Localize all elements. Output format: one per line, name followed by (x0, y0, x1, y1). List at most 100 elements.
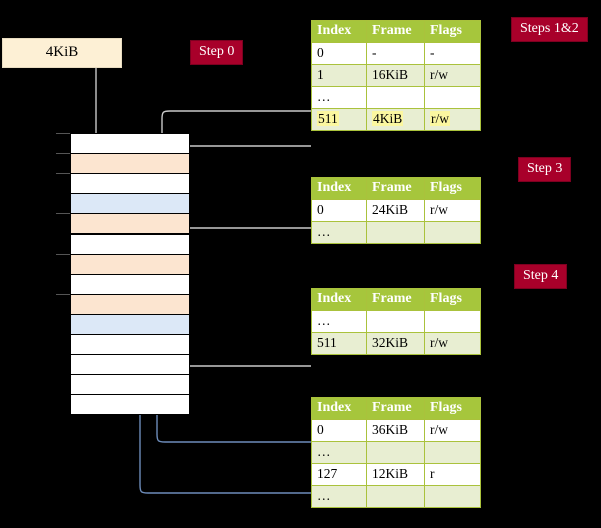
highlighted-value: 511 (317, 111, 339, 126)
table-cell: … (311, 86, 367, 109)
memory-frame-row (70, 213, 190, 235)
table-cell (424, 441, 481, 464)
table-cell: 511 (311, 108, 367, 131)
column-header-flags: Flags (424, 397, 481, 420)
table-cell: 511 (311, 332, 367, 355)
memory-frame-row (70, 153, 190, 175)
memory-boundary-tick (56, 253, 70, 255)
memory-boundary-tick (56, 293, 70, 295)
table-row[interactable]: … (311, 221, 481, 244)
memory-frame-row (70, 193, 190, 215)
wire-table2-to-frame (177, 227, 311, 269)
table-cell: 32KiB (366, 332, 425, 355)
memory-frame-row (70, 253, 190, 275)
table-cell: 12KiB (366, 463, 425, 486)
table-cell: 0 (311, 419, 367, 442)
table-cell: r/w (424, 199, 481, 222)
memory-frame-row (70, 293, 190, 315)
badge-steps-1-2[interactable]: Steps 1&2 (512, 18, 587, 41)
column-header-index: Index (311, 288, 367, 311)
table-cell: r/w (424, 64, 481, 87)
table-cell (366, 221, 425, 244)
badge-step-4[interactable]: Step 4 (515, 265, 567, 288)
memory-frame-row (70, 334, 190, 356)
column-header-flags: Flags (424, 20, 481, 43)
column-header-frame: Frame (366, 288, 425, 311)
table-cell: … (311, 441, 367, 464)
table-cell (424, 310, 481, 333)
memory-frame-row (70, 133, 190, 155)
size-label-4kib: 4KiB (2, 38, 122, 68)
memory-frame-row (70, 374, 190, 396)
column-header-index: Index (311, 397, 367, 420)
table-cell: 4KiB (366, 108, 425, 131)
column-header-flags: Flags (424, 177, 481, 200)
table-cell: … (311, 310, 367, 333)
table-cell: 0 (311, 42, 367, 65)
badge-step-3[interactable]: Step 3 (519, 158, 571, 181)
table-row[interactable]: … (311, 485, 481, 508)
table-cell: - (366, 42, 425, 65)
memory-frame-row (70, 273, 190, 295)
memory-boundary-tick (56, 133, 70, 134)
table-row[interactable]: 511 4KiB r/w (311, 108, 481, 131)
table-cell: r/w (424, 108, 481, 131)
table-cell (366, 86, 425, 109)
table-cell: … (311, 485, 367, 508)
column-header-index: Index (311, 177, 367, 200)
table-cell (366, 485, 425, 508)
table-row[interactable]: … (311, 441, 481, 464)
table-cell: 36KiB (366, 419, 425, 442)
memory-boundary-tick (56, 213, 70, 215)
table-cell: r/w (424, 419, 481, 442)
highlighted-value: r/w (430, 111, 450, 126)
table-cell: r/w (424, 332, 481, 355)
table-cell: 24KiB (366, 199, 425, 222)
memory-frame-row (70, 173, 190, 195)
highlighted-value: 4KiB (372, 111, 404, 126)
column-header-frame: Frame (366, 20, 425, 43)
table-cell: r (424, 463, 481, 486)
table-cell: 16KiB (366, 64, 425, 87)
column-header-frame: Frame (366, 177, 425, 200)
table-cell: … (311, 221, 367, 244)
table-cell (424, 86, 481, 109)
wire-table1-to-frame (177, 145, 311, 164)
memory-boundary-tick (56, 173, 70, 175)
memory-frame-row (70, 354, 190, 376)
memory-frame-row (70, 233, 190, 255)
table-cell (424, 221, 481, 244)
column-header-frame: Frame (366, 397, 425, 420)
wire-table3-to-frame (177, 308, 311, 367)
column-header-flags: Flags (424, 288, 481, 311)
memory-frame-row (70, 313, 190, 335)
table-cell: 1 (311, 64, 367, 87)
memory-frame-row (70, 394, 190, 416)
table-row[interactable]: 0-- (311, 42, 481, 65)
table-row[interactable]: … (311, 86, 481, 109)
table-cell (366, 310, 425, 333)
memory-column (70, 133, 190, 416)
badge-step-0[interactable]: Step 0 (191, 41, 243, 64)
memory-boundary-tick (56, 153, 70, 155)
table-cell (424, 485, 481, 508)
table-cell: - (424, 42, 481, 65)
column-header-index: Index (311, 20, 367, 43)
table-cell: 0 (311, 199, 367, 222)
table-row[interactable]: … (311, 310, 481, 333)
table-cell (366, 441, 425, 464)
